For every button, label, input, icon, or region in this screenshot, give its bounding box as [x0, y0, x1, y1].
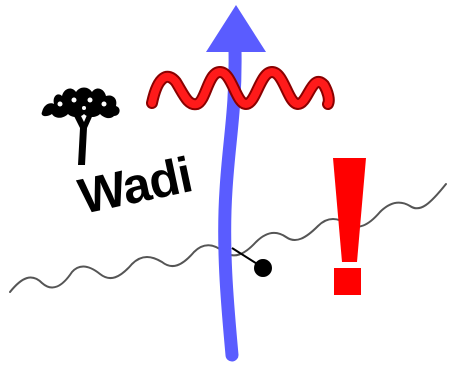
pin-dot [254, 259, 272, 277]
acacia-tree-icon [41, 87, 120, 165]
arrow-head [206, 5, 266, 52]
exclamation-dot [334, 268, 361, 295]
exclamation-icon [333, 158, 366, 295]
wadi-label: Wadi [74, 146, 197, 224]
exclamation-bar [333, 158, 366, 262]
red-wave-squiggle [148, 68, 333, 109]
